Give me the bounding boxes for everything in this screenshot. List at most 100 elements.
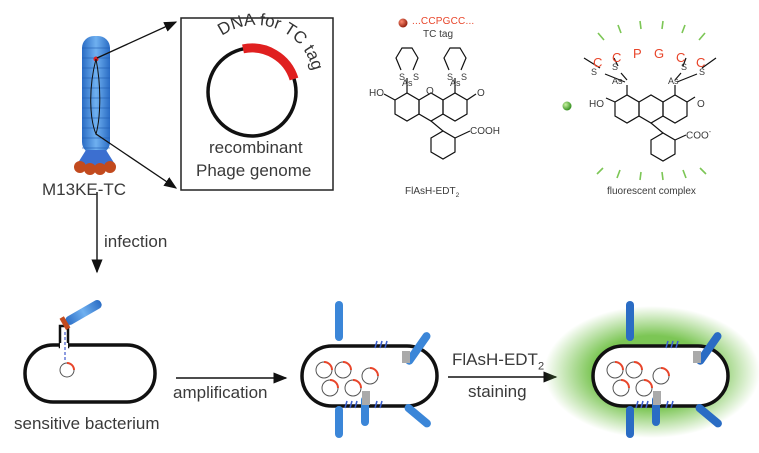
infected-bacterium xyxy=(300,301,439,438)
complex-molecule xyxy=(583,57,717,162)
coat-protein-mark xyxy=(670,340,674,349)
zoom-arrow-top xyxy=(96,21,178,59)
staining-label: staining xyxy=(468,382,527,401)
tc-tag-segment xyxy=(342,361,352,371)
flash-cooh: COOH xyxy=(470,126,500,137)
phage-particle xyxy=(335,301,343,341)
genome-label-line2: Phage genome xyxy=(196,161,312,180)
tc-tag-insert xyxy=(242,43,299,81)
flash-ring-o: O xyxy=(426,86,434,97)
budding-phage xyxy=(362,391,370,405)
phage-particle xyxy=(626,406,634,438)
peptide-residue: C xyxy=(612,50,622,65)
flash-name: FlAsH-EDT2 xyxy=(405,186,460,199)
sensitive-bacterium-label: sensitive bacterium xyxy=(14,414,160,433)
tc-tag-segment xyxy=(660,367,670,377)
flash-keto-o: O xyxy=(477,88,485,99)
complex-as-right: As xyxy=(668,76,679,86)
complex-keto-o: O xyxy=(697,99,705,110)
phage-label: M13KE-TC xyxy=(42,180,127,199)
flash-s-left: S xyxy=(399,72,406,82)
complex-as-left: As xyxy=(612,76,623,86)
complex-ho: HO xyxy=(589,99,604,110)
flash-s-right2: S xyxy=(461,72,468,82)
peptide-residue: C xyxy=(676,50,686,65)
sensitive-bacterium xyxy=(23,300,157,404)
cell-wall xyxy=(300,344,439,408)
tc-tag-segment xyxy=(620,379,630,389)
fluorescence-ray xyxy=(698,32,706,41)
budding-phage xyxy=(402,351,410,363)
phage-particle xyxy=(626,301,634,341)
fluorescence-ray xyxy=(639,171,642,181)
coat-protein-mark xyxy=(670,400,674,409)
budding-phage xyxy=(653,391,661,405)
tc-tag-sequence: ...CCPGCC... xyxy=(412,16,475,27)
fluorescence-ray xyxy=(681,24,686,34)
coat-protein-mark xyxy=(374,400,378,409)
coat-protein-mark xyxy=(675,340,679,349)
coat-protein-mark xyxy=(384,340,388,349)
tc-tag-segment xyxy=(643,379,653,389)
phage-particle xyxy=(404,404,431,428)
coat-protein-mark xyxy=(665,400,669,409)
phage-particle xyxy=(695,404,722,428)
peptide-residue: P xyxy=(633,46,642,61)
complex-s-3: S xyxy=(681,62,688,72)
budding-phage xyxy=(693,351,701,363)
flash-ho: HO xyxy=(369,88,384,99)
stained-bacterium xyxy=(591,301,730,438)
complex-s-2: S xyxy=(612,62,619,72)
flash-molecule xyxy=(383,47,477,160)
fluorescence-ray xyxy=(661,20,664,30)
fluorescence-ray xyxy=(616,169,621,179)
flash-s-left2: S xyxy=(413,72,420,82)
tc-tag-bead xyxy=(398,18,408,28)
coat-protein-mark xyxy=(344,400,348,409)
tc-tag-label: TC tag xyxy=(423,29,454,40)
coat-protein-mark xyxy=(379,340,383,349)
complex-label: fluorescent complex xyxy=(607,186,696,197)
coat-protein-mark xyxy=(640,400,644,409)
coat-protein-mark xyxy=(379,400,383,409)
infection-label: infection xyxy=(104,232,168,251)
complex-s-1: S xyxy=(591,67,598,77)
phage-particle xyxy=(335,406,343,438)
fluorescence-ray xyxy=(639,20,642,30)
phage-illustration xyxy=(74,36,116,175)
complex-s-4: S xyxy=(699,67,706,77)
peptide-residue: C xyxy=(696,55,706,70)
flash-as-left: As xyxy=(402,78,413,88)
coat-protein-mark xyxy=(374,340,378,349)
fluorescence-ray xyxy=(597,32,605,41)
fluorescence-rays xyxy=(596,20,707,181)
fluorescence-ray xyxy=(596,167,604,175)
tc-tag-segment xyxy=(614,361,624,371)
fluorescent-bead xyxy=(562,101,572,111)
phage-particle xyxy=(405,332,431,365)
peptide-residue: G xyxy=(654,46,665,61)
tc-tag-segment xyxy=(323,361,333,371)
fluorescence-ray xyxy=(661,171,664,181)
fluorescence-ray xyxy=(682,169,687,179)
fluorescence-ray xyxy=(617,24,622,34)
flash-s-right: S xyxy=(447,72,454,82)
tc-tag-segment xyxy=(329,379,339,389)
genome-label-line1: recombinant xyxy=(209,138,303,157)
tc-tag-segment xyxy=(633,361,643,371)
coat-protein-mark xyxy=(354,400,358,409)
amplification-label: amplification xyxy=(173,383,268,402)
coat-protein-mark xyxy=(665,340,669,349)
peptide-residue: C xyxy=(593,55,603,70)
staining-reagent-label: FlAsH-EDT2 xyxy=(452,350,545,373)
zoom-arrow-bottom xyxy=(95,133,178,189)
fluorescence-ray xyxy=(699,167,707,175)
coat-protein-mark xyxy=(645,400,649,409)
tc-tag-segment xyxy=(369,367,379,377)
flash-as-right: As xyxy=(450,78,461,88)
coat-protein-mark xyxy=(635,400,639,409)
coat-protein-mark xyxy=(349,400,353,409)
complex-coo: COO- xyxy=(686,129,712,142)
phage-particle xyxy=(696,332,722,365)
